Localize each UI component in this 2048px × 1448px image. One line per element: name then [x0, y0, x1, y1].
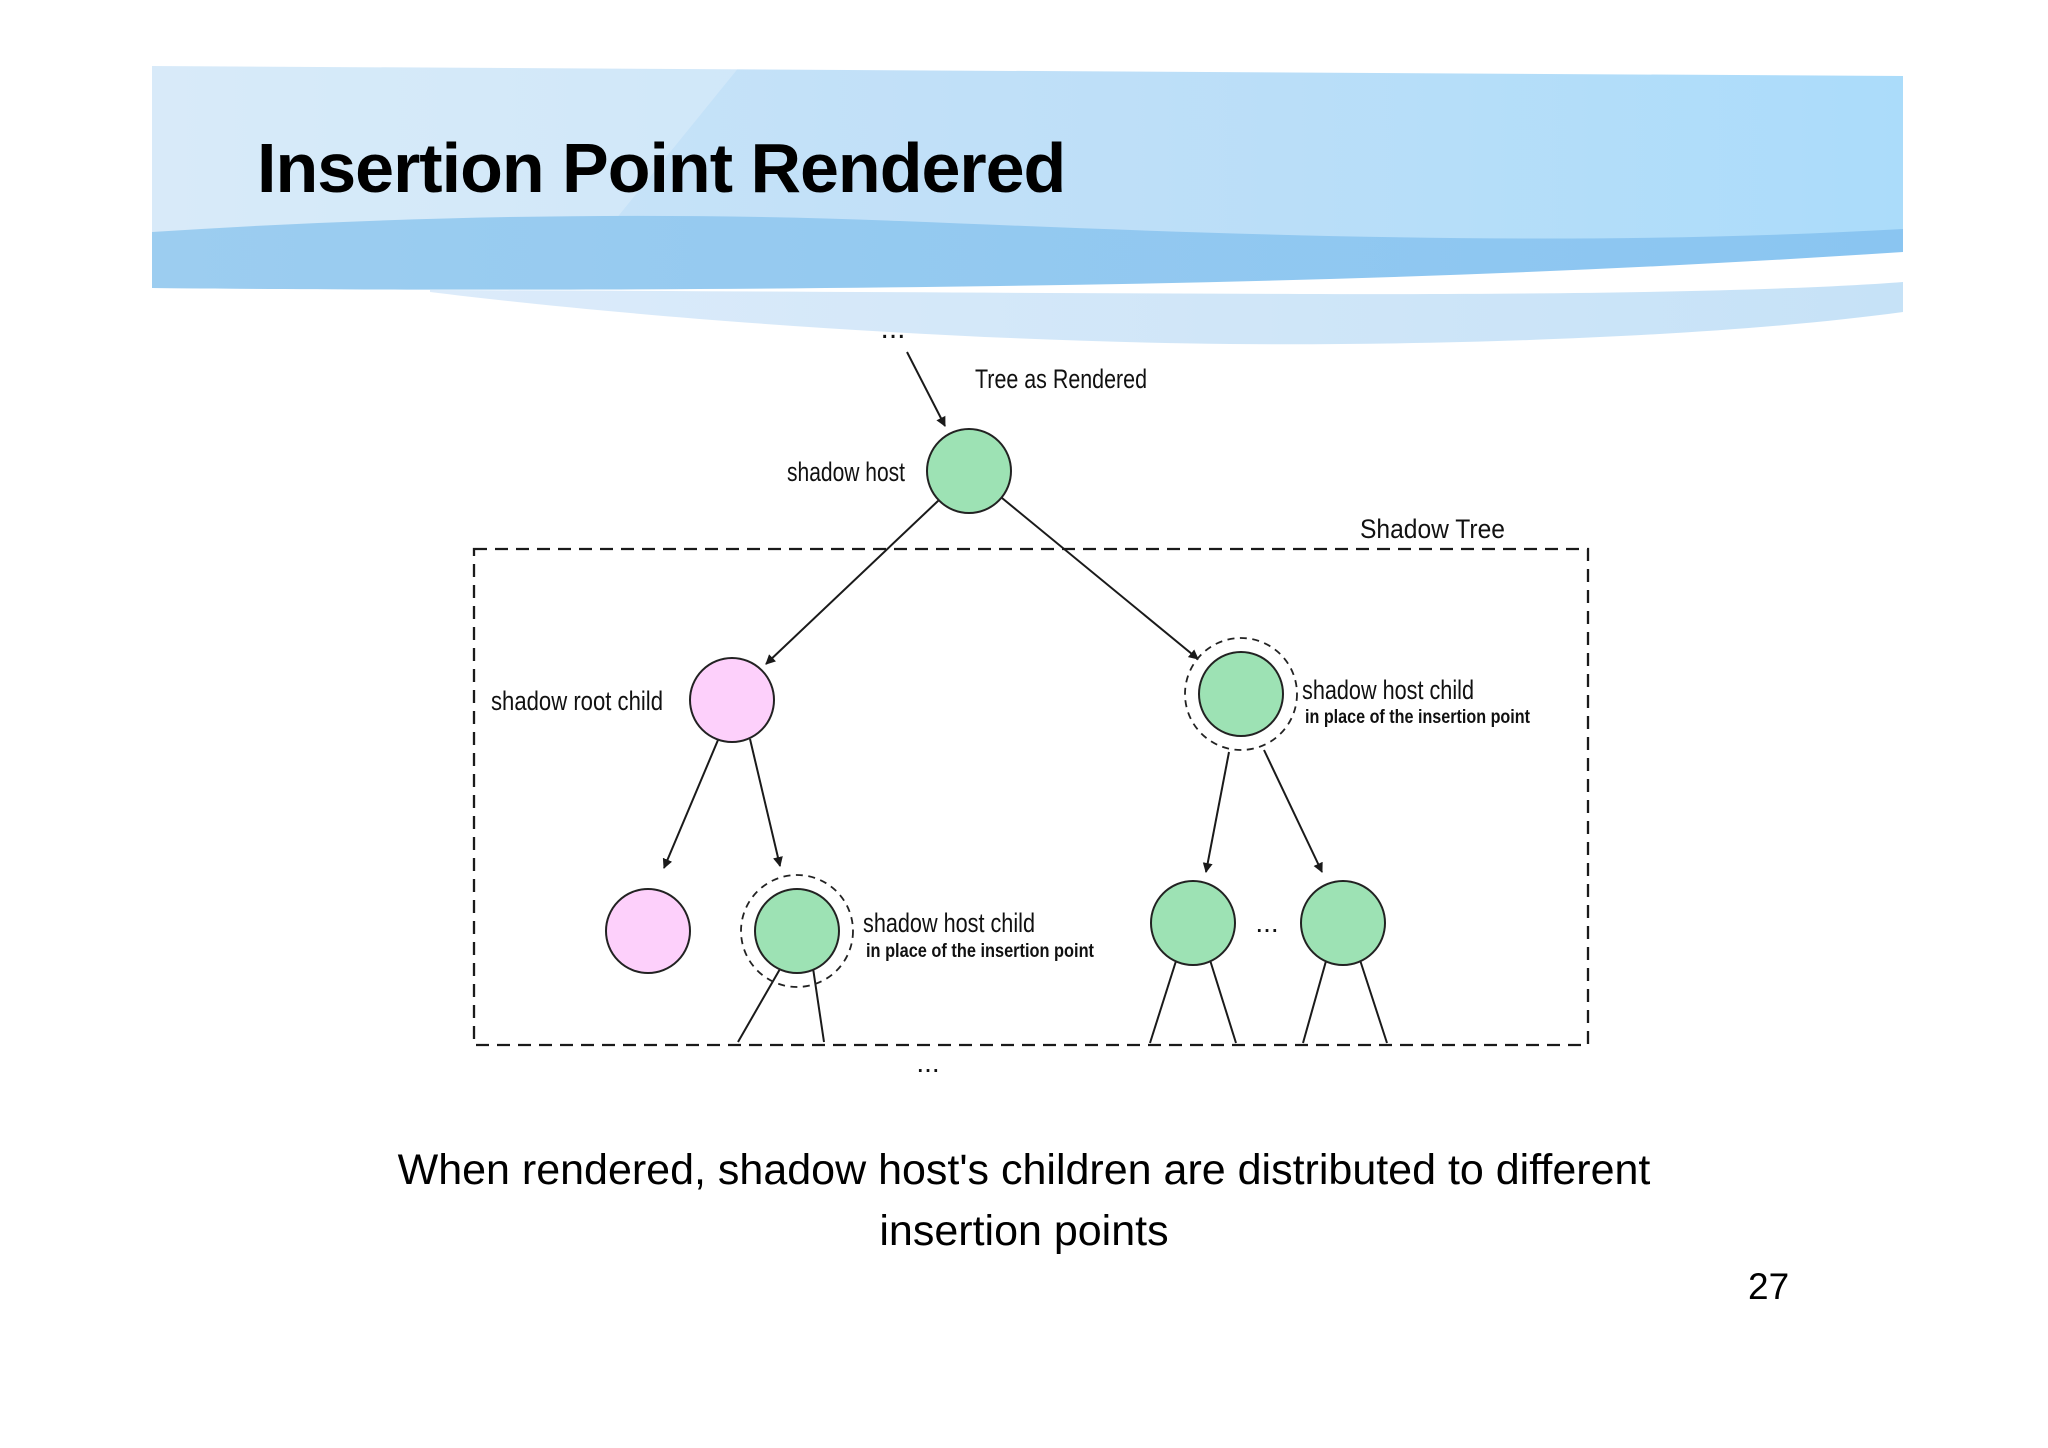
bottom-host-child-node-1	[1150, 880, 1236, 966]
caption-line-1: When rendered, shadow host's children ar…	[397, 1146, 1651, 1194]
insertion-right-sublabel: in place of the insertion point	[1305, 707, 1531, 728]
descendant-line	[812, 967, 825, 1043]
edge-host-to-insertion-right	[1001, 497, 1199, 660]
page-number: 27	[1748, 1266, 1790, 1307]
insertion-left-label: shadow host child	[863, 908, 1035, 938]
wave-lower	[430, 282, 1903, 345]
descendant-line	[1302, 960, 1327, 1044]
bottom-host-child-node-2	[1300, 880, 1386, 966]
insertion-left-sublabel: in place of the insertion point	[866, 941, 1095, 962]
descendant-line	[1209, 959, 1237, 1044]
header-wave-decoration	[152, 66, 1903, 345]
shadow-host-child-node-left	[754, 888, 840, 974]
shadow-tree-label: Shadow Tree	[1360, 514, 1505, 544]
shadow-tree-boundary	[472, 547, 1590, 1047]
shadow-node-bottom	[605, 888, 691, 974]
ellipsis-bottom: ...	[916, 1047, 939, 1078]
edge-into-shadow-host	[906, 351, 946, 427]
shadow-root-child-node	[689, 657, 775, 743]
descendant-line	[1359, 959, 1388, 1044]
edge-to-bottom-host-child-1	[1202, 751, 1230, 873]
shadow-host-node	[926, 428, 1012, 514]
caption-line-2: insertion points	[879, 1207, 1169, 1255]
edge-to-bottom-host-child-2	[1263, 749, 1323, 873]
edge-to-bottom-shadow-node	[662, 739, 719, 869]
descendant-line	[1149, 960, 1177, 1044]
shadow-host-label: shadow host	[787, 457, 905, 487]
insertion-point-ring-left	[740, 874, 854, 988]
insertion-right-label: shadow host child	[1302, 675, 1474, 705]
shadow-host-child-node-right	[1198, 651, 1284, 737]
edge-to-insertion-left	[749, 738, 783, 867]
tree-as-rendered-label: Tree as Rendered	[975, 364, 1147, 394]
ellipsis-top: ...	[880, 312, 905, 345]
edge-host-to-shadow-root-child	[765, 499, 940, 665]
descendant-line	[737, 968, 781, 1043]
ellipsis-between: ...	[1255, 907, 1278, 938]
wave-dark	[152, 215, 1903, 290]
insertion-point-ring-right	[1184, 637, 1298, 751]
page-title: Insertion Point Rendered	[257, 129, 1066, 207]
shadow-root-child-label: shadow root child	[491, 686, 663, 716]
caption: When rendered, shadow host's children ar…	[0, 1140, 2048, 1262]
